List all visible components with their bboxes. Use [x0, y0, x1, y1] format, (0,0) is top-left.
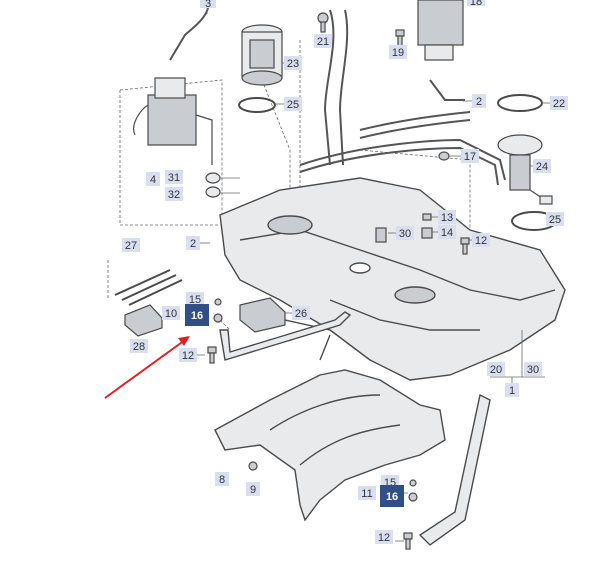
svg-text:20: 20 [490, 364, 502, 376]
callout-8: 8 [215, 472, 229, 486]
svg-text:19: 19 [392, 47, 404, 59]
callout-25a: 25 [284, 97, 302, 111]
callout-12a: 12 [472, 233, 490, 247]
svg-text:18: 18 [470, 0, 482, 8]
callout-15a: 15 [186, 292, 204, 306]
callout-28: 28 [130, 339, 148, 353]
sender-unit-24 [497, 134, 553, 205]
lines-27 [114, 269, 183, 306]
svg-text:13: 13 [441, 212, 453, 224]
bottom-screws [207, 298, 418, 550]
callout-2b: 2 [186, 236, 200, 250]
callout-21: 21 [314, 34, 332, 48]
callout-14: 14 [438, 225, 456, 239]
fittings-31-32 [205, 172, 221, 198]
svg-text:21: 21 [317, 36, 329, 48]
svg-text:2: 2 [476, 96, 482, 108]
svg-text:25: 25 [287, 99, 299, 111]
svg-text:2: 2 [190, 238, 196, 250]
module-4 [133, 77, 213, 165]
svg-text:23: 23 [287, 58, 299, 70]
callout-9: 9 [246, 482, 260, 496]
small-parts-13-14-12 [375, 151, 470, 255]
callout-30b: 30 [524, 362, 542, 376]
callout-19: 19 [389, 45, 407, 59]
tank-strap-left [219, 311, 352, 361]
svg-text:12: 12 [378, 532, 390, 544]
svg-text:31: 31 [168, 172, 180, 184]
svg-text:3: 3 [205, 0, 211, 10]
callout-22: 22 [550, 96, 568, 110]
svg-text:24: 24 [536, 161, 548, 173]
svg-text:30: 30 [399, 228, 411, 240]
svg-text:17: 17 [464, 151, 476, 163]
svg-text:27: 27 [125, 240, 137, 252]
svg-text:12: 12 [182, 350, 194, 362]
part-18 [417, 0, 464, 61]
svg-text:22: 22 [553, 98, 565, 110]
callout-30a: 30 [396, 226, 414, 240]
callout-10: 10 [162, 306, 180, 320]
callout-18: 18 [467, 0, 485, 8]
svg-text:25: 25 [549, 214, 561, 226]
svg-text:26: 26 [295, 308, 307, 320]
tank-strap-right [418, 393, 491, 546]
svg-text:16: 16 [191, 310, 203, 322]
callout-25b: 25 [546, 212, 564, 226]
fuel-tank-1 [219, 177, 566, 381]
svg-text:12: 12 [475, 235, 487, 247]
callout-2a: 2 [472, 94, 486, 108]
svg-text:28: 28 [133, 341, 145, 353]
callout-1: 1 [505, 383, 519, 397]
callout-23: 23 [284, 56, 302, 70]
callout-16b-highlighted: 16 [380, 485, 404, 507]
fuel-pump-23 [241, 24, 283, 86]
callout-31: 31 [165, 170, 183, 184]
fuel-lines [169, 7, 506, 186]
svg-text:11: 11 [361, 488, 372, 500]
callout-labels: 3 18 21 23 19 25 2 22 17 24 31 4 32 13 1… [122, 0, 568, 544]
svg-text:14: 14 [441, 227, 453, 239]
callout-17: 17 [461, 149, 479, 163]
screws [317, 12, 405, 47]
heat-shield-8 [214, 334, 446, 522]
svg-text:30: 30 [527, 364, 539, 376]
callout-24: 24 [533, 159, 551, 173]
highlight-arrow [104, 336, 190, 399]
svg-text:32: 32 [168, 189, 180, 201]
callout-32: 32 [165, 187, 183, 201]
callout-27: 27 [122, 238, 140, 252]
svg-text:15: 15 [189, 294, 201, 306]
callout-16a-highlighted: 16 [185, 304, 209, 326]
callout-4: 4 [146, 172, 160, 186]
callout-12c: 12 [375, 530, 393, 544]
callout-20: 20 [487, 362, 505, 376]
bracket-28 [124, 304, 163, 337]
callout-11: 11 [358, 486, 376, 500]
svg-text:10: 10 [165, 308, 177, 320]
clip-26 [239, 297, 286, 333]
svg-text:9: 9 [250, 484, 256, 496]
callout-3: 3 [200, 0, 216, 10]
callout-26: 26 [292, 306, 310, 320]
svg-text:8: 8 [219, 474, 225, 486]
svg-text:4: 4 [150, 174, 156, 186]
svg-text:16: 16 [386, 491, 398, 503]
callout-13: 13 [438, 210, 456, 224]
callout-12b: 12 [179, 348, 197, 362]
svg-text:1: 1 [509, 385, 515, 397]
